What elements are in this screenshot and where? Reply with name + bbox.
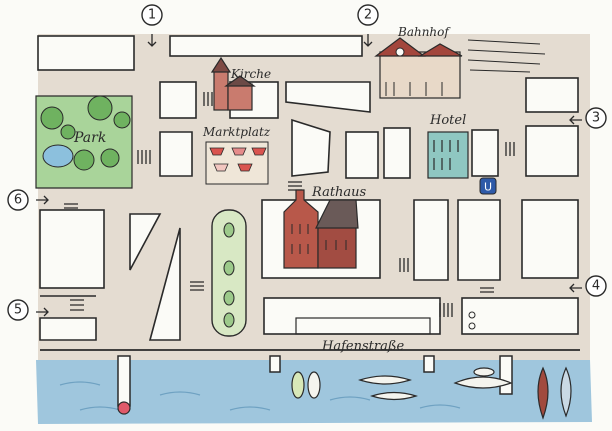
marker-2[interactable]: 2: [357, 4, 379, 26]
pier: [499, 355, 513, 395]
boat-icon: [358, 375, 418, 401]
label-bahnhof: Bahnhof: [397, 25, 451, 39]
marker-1-label: 1: [148, 8, 156, 23]
marker-3[interactable]: 3: [585, 107, 607, 129]
marker-4[interactable]: 4: [585, 275, 607, 297]
label-rathaus: Rathaus: [311, 185, 367, 200]
label-marktplatz: Marktplatz: [202, 125, 271, 139]
park-pond: [42, 144, 74, 168]
church-icon: [210, 56, 256, 111]
tree-icons: [40, 95, 131, 171]
label-hotel: Hotel: [429, 113, 466, 128]
street-lamps: [468, 311, 476, 330]
label-hafenstrasse: Hafenstraße: [321, 339, 405, 354]
city-blocks: [37, 35, 579, 341]
buoy-icon: [117, 401, 131, 415]
marker-2-label: 2: [364, 8, 372, 23]
town-hall-icon: [283, 189, 359, 269]
hotel-icon: [427, 131, 469, 179]
pier: [269, 355, 281, 373]
subway-letter: U: [484, 181, 492, 194]
train-station-icon: [374, 37, 546, 99]
marker-4-label: 4: [592, 279, 600, 294]
marker-6-label: 6: [14, 193, 22, 208]
entry-arrows: [36, 34, 582, 317]
pier: [423, 355, 435, 373]
marker-3-label: 3: [592, 111, 600, 126]
pier: [117, 355, 131, 407]
boat-icon: [291, 371, 321, 399]
label-park: Park: [73, 130, 106, 146]
market-stalls-icon: [205, 141, 269, 185]
marker-1[interactable]: 1: [141, 4, 163, 26]
crosswalks: [64, 92, 515, 317]
label-kirche: Kirche: [230, 67, 271, 81]
marker-6[interactable]: 6: [7, 189, 29, 211]
subway-icon: U: [479, 177, 497, 195]
tree-icons: [223, 222, 235, 328]
marker-5-label: 5: [14, 303, 22, 318]
boat-icon: [537, 366, 572, 420]
harbor-warehouse: [295, 317, 431, 335]
marker-5[interactable]: 5: [7, 299, 29, 321]
boat-icon: [453, 367, 513, 389]
water-ripples: [59, 381, 461, 411]
